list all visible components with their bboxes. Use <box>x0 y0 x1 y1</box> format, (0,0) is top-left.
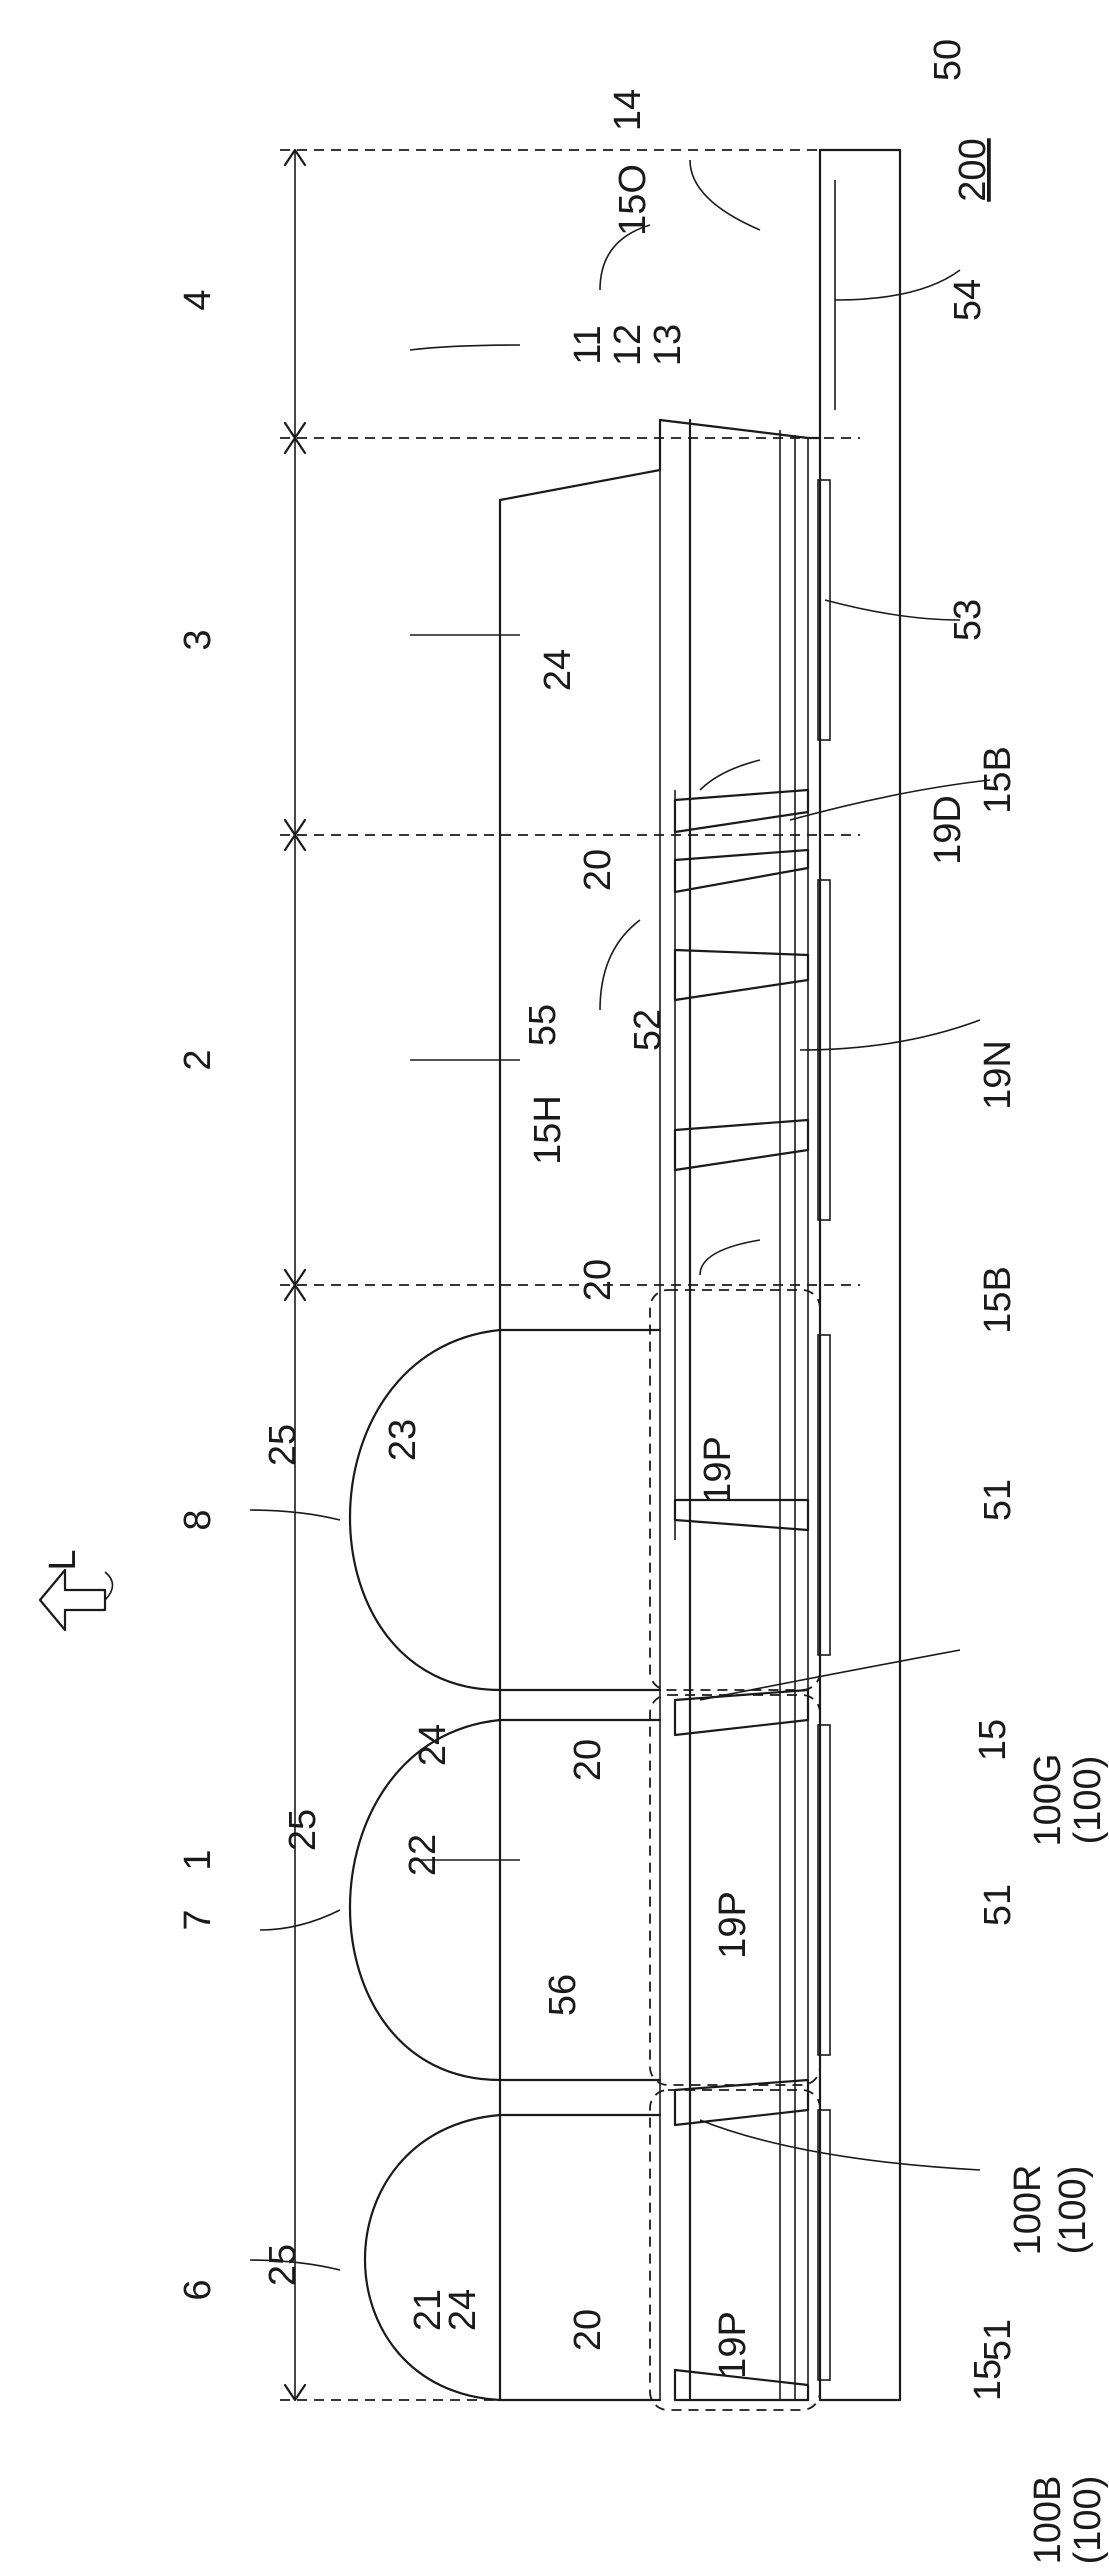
label-n6: 6 <box>177 2279 219 2300</box>
label-n20: 20 <box>577 1259 619 1301</box>
label-n52: 52 <box>627 1009 669 1051</box>
label-n12: 12 <box>607 324 649 366</box>
leader-15H <box>600 920 640 1010</box>
label-n15: 15 <box>972 1719 1014 1761</box>
label-n23: 23 <box>382 1419 424 1461</box>
label-n19n: 19N <box>977 1040 1019 1110</box>
label-n20: 20 <box>567 2309 609 2351</box>
label-n19p: 19P <box>712 1891 754 1959</box>
labels: 2005015O141112135443245315B19D202555215H… <box>42 39 1109 2565</box>
substrate-50 <box>820 150 900 2400</box>
label-n2: 2 <box>177 1049 219 1070</box>
label-n13: 13 <box>647 324 689 366</box>
leader-53 <box>825 600 960 620</box>
trench-15H-b <box>675 1120 808 1170</box>
trench-20-a <box>675 850 808 892</box>
label-light_label: L <box>42 1549 84 1570</box>
lens-25-a <box>365 2115 500 2400</box>
sealing-slope <box>500 420 660 500</box>
label-n50: 50 <box>927 39 969 81</box>
label-n24: 24 <box>537 649 579 691</box>
label-n20: 20 <box>567 1739 609 1781</box>
label-n25: 25 <box>282 1809 324 1851</box>
label-n54: 54 <box>947 279 989 321</box>
label-n22: 22 <box>402 1834 444 1876</box>
lens-25-b <box>350 1720 500 2080</box>
label-n14: 14 <box>607 89 649 131</box>
leader-15B-top <box>700 760 760 790</box>
mesa-edge <box>660 420 820 438</box>
leader-L <box>105 1572 113 1600</box>
label-n19p: 19P <box>697 1436 739 1504</box>
trench-20-b <box>675 1500 808 1530</box>
label-n1: 1 <box>177 1849 219 1870</box>
label-n100g: 100G <box>1027 1754 1069 1847</box>
trench-19D <box>675 790 808 832</box>
label-n51: 51 <box>977 2319 1019 2361</box>
lens-25-c <box>350 1330 500 1690</box>
label-n51: 51 <box>977 1479 1019 1521</box>
label-n8: 8 <box>177 1509 219 1530</box>
leader-19N <box>800 1020 980 1050</box>
label-n3: 3 <box>177 629 219 650</box>
label-n55: 55 <box>522 1004 564 1046</box>
label-n15o: 15O <box>612 164 654 236</box>
trench-15-a <box>675 1690 808 1735</box>
label-n56: 56 <box>542 1974 584 2016</box>
label-n100: (100) <box>1067 1756 1109 1845</box>
leader-7 <box>260 1910 340 1930</box>
light-arrow <box>40 1570 105 1630</box>
trench-15-b <box>675 2080 808 2125</box>
leader-54 <box>835 270 960 300</box>
label-n15b: 15B <box>977 1266 1019 1334</box>
label-n20: 20 <box>577 849 619 891</box>
label-n53: 53 <box>947 599 989 641</box>
leader-15-b <box>700 2120 980 2170</box>
label-n4: 4 <box>177 289 219 310</box>
label-n15h: 15H <box>527 1095 569 1165</box>
leader-50 <box>690 160 760 230</box>
label-n15b: 15B <box>977 746 1019 814</box>
label-n7: 7 <box>177 1909 219 1930</box>
label-n25: 25 <box>262 2244 304 2286</box>
label-n100b: 100B <box>1027 2476 1069 2565</box>
label-n25: 25 <box>262 1424 304 1466</box>
leader-15B-bottom <box>700 1240 760 1275</box>
label-n11: 11 <box>567 325 609 364</box>
label-n21: 21 <box>407 2289 449 2331</box>
trench-15H-a <box>675 950 808 1000</box>
label-n100: (100) <box>1067 2476 1109 2565</box>
label-n24: 24 <box>412 1724 454 1766</box>
leader-4 <box>410 345 520 350</box>
leader-15-a <box>700 1650 960 1700</box>
label-n15: 15 <box>967 2359 1009 2401</box>
label-n51: 51 <box>977 1884 1019 1926</box>
label-n100r: 100R <box>1007 2165 1049 2256</box>
label-n100: (100) <box>1052 2166 1094 2255</box>
label-n19p: 19P <box>712 2311 754 2379</box>
label-n19d: 19D <box>927 795 969 865</box>
label-ref: 200 <box>952 138 994 201</box>
